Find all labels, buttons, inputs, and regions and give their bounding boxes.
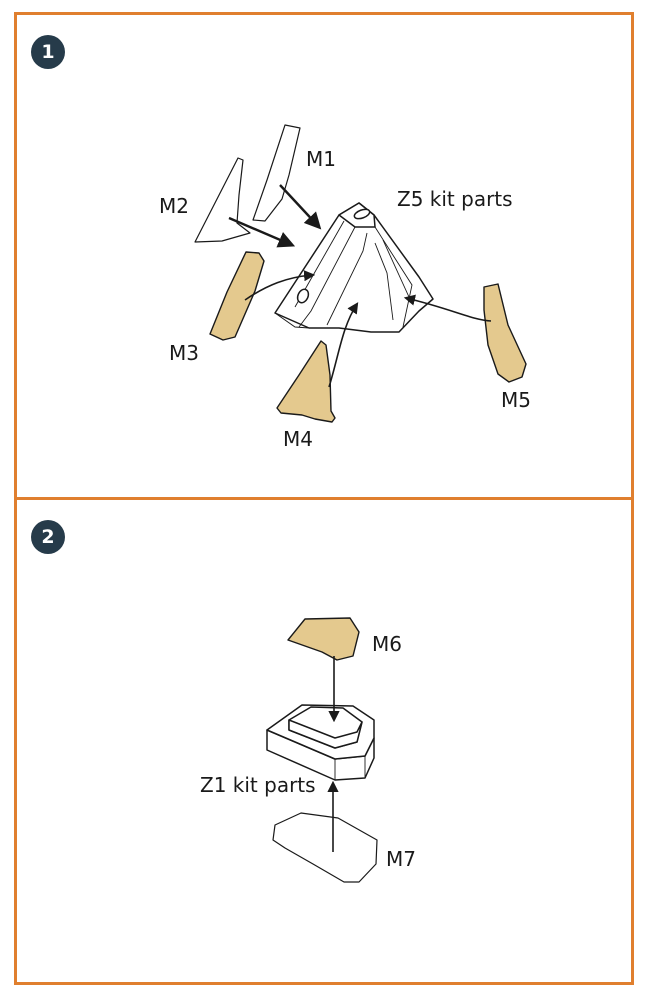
label-z1-kit-parts: Z1 kit parts — [200, 773, 316, 797]
mask-m4 — [276, 340, 336, 423]
arrow-m4 — [328, 302, 359, 388]
label-m5: M5 — [501, 388, 531, 412]
step-2-panel: 2 M6 M7 Z1 kit parts — [14, 497, 634, 985]
mask-m1 — [252, 124, 301, 222]
z5-kit-part — [274, 202, 434, 333]
step-1-panel: 1 — [14, 12, 634, 500]
label-m3: M3 — [169, 341, 199, 365]
arrow-m5 — [403, 294, 492, 322]
arrow-m2 — [228, 216, 296, 248]
label-m6: M6 — [372, 632, 402, 656]
mask-m5 — [483, 283, 527, 383]
mask-m6 — [287, 617, 360, 661]
label-z5-kit-parts: Z5 kit parts — [397, 187, 513, 211]
label-m1: M1 — [306, 147, 336, 171]
label-m2: M2 — [159, 194, 189, 218]
arrow-m3 — [244, 270, 316, 301]
z1-kit-part — [266, 704, 375, 781]
step-1-diagram: M1 M2 M3 M4 M5 Z5 kit parts — [159, 124, 531, 451]
arrow-m1 — [279, 184, 322, 230]
step-number-badge: 1 — [31, 35, 65, 69]
mask-m7 — [272, 812, 378, 883]
step-2-diagram: M6 M7 Z1 kit parts — [200, 617, 416, 883]
mask-m2 — [194, 157, 251, 243]
step-number-badge: 2 — [31, 520, 65, 554]
mask-m3 — [209, 251, 265, 341]
label-m4: M4 — [283, 427, 313, 451]
label-m7: M7 — [386, 847, 416, 871]
